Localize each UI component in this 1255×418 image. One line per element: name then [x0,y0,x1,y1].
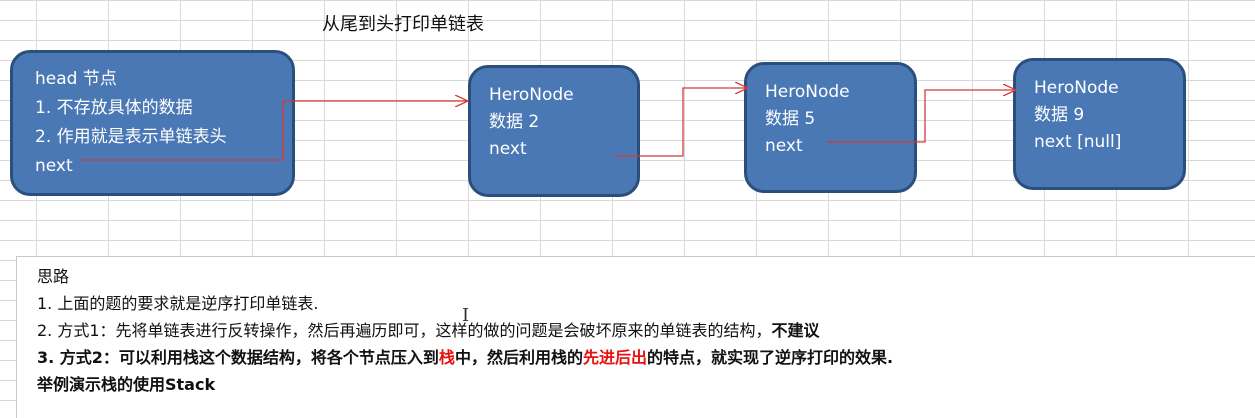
arrow-node2-to-node5 [615,88,748,157]
node-type: HeroNode [1034,78,1119,98]
notes-line-2-bold: 不建议 [771,321,820,340]
notes-line-4: 举例演示栈的使用Stack [37,375,216,394]
notes-line-3-part-c: 中，然后利用栈的 [454,348,583,367]
head-node-label: head 节点 [35,69,117,89]
node-data: 数据 2 [489,112,540,132]
node-type: HeroNode [489,85,574,105]
node-data: 数据 9 [1034,105,1085,125]
node-data: 数据 5 [765,109,816,129]
diagram-title: 从尾到头打印单链表 [322,14,484,35]
text-cursor-icon: I [462,305,470,326]
node-next: next [null] [1034,132,1122,152]
notes-line-2-text: 2. 方式1：先将单链表进行反转操作，然后再遍历即可，这样的做的问题是会破坏原来… [37,321,772,340]
notes-line-3-part-a: 3. 方式2：可以利用栈这个数据结构，将各个节点压入到 [37,348,439,367]
notes-line-3-part-e: 的特点，就实现了逆序打印的效果. [646,348,894,367]
node-type: HeroNode [765,82,850,102]
head-node: head 节点 1. 不存放具体的数据 2. 作用就是表示单链表头 next [10,50,295,196]
node-next: next [765,136,803,156]
arrow-head-to-node2 [80,101,468,161]
head-node-next: next [35,156,73,176]
notes-panel: 思路 1. 上面的题的要求就是逆序打印单链表. 2. 方式1：先将单链表进行反转… [16,256,1255,418]
node-next: next [489,139,527,159]
notes-line-1: 1. 上面的题的要求就是逆序打印单链表. [37,294,319,313]
notes-heading: 思路 [37,267,70,286]
arrow-node5-to-node9 [827,90,1016,143]
notes-line-3-lifo: 先进后出 [582,348,647,367]
notes-line-2: 2. 方式1：先将单链表进行反转操作，然后再遍历即可，这样的做的问题是会破坏原来… [37,317,1255,344]
head-node-desc-2: 2. 作用就是表示单链表头 [35,127,227,147]
hero-node-9: HeroNode 数据 9 next [null] [1013,58,1186,190]
notes-line-3-stack: 栈 [438,348,455,367]
hero-node-2: HeroNode 数据 2 next [468,65,640,197]
notes-line-3: 3. 方式2：可以利用栈这个数据结构，将各个节点压入到栈中，然后利用栈的先进后出… [37,344,1255,371]
hero-node-5: HeroNode 数据 5 next [744,62,917,193]
head-node-desc-1: 1. 不存放具体的数据 [35,98,193,118]
